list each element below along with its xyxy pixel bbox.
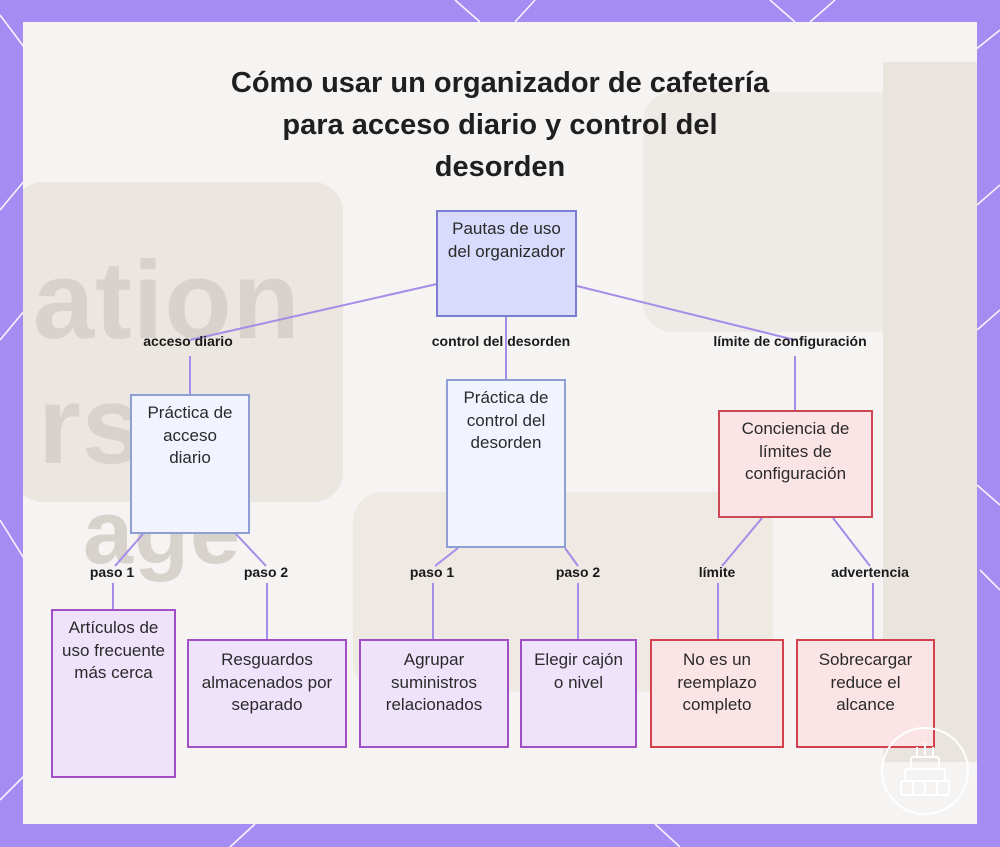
- cake-icon: [881, 727, 969, 815]
- node-clutter-step1: Agrupar suministros relacionados: [359, 639, 509, 748]
- node-clutter-step2: Elegir cajón o nivel: [520, 639, 637, 748]
- edge-label-access: acceso diario: [143, 333, 233, 349]
- node-limits-awareness: Conciencia de límites de configuración: [718, 410, 873, 518]
- edge-root-limits: [577, 286, 795, 340]
- node-limits-limit: No es un reemplazo completo: [650, 639, 784, 748]
- node-access-step1: Artículos de uso frecuente más cerca: [51, 609, 176, 778]
- node-access-practice: Práctica de acceso diario: [130, 394, 250, 534]
- edge-label-limits: límite de configuración: [713, 333, 866, 349]
- node-access-step2: Resguardos almacenados por separado: [187, 639, 347, 748]
- edge-label-clutter: control del desorden: [432, 333, 570, 349]
- edge-limits-warning: [833, 518, 870, 566]
- edge-limits-limit: [722, 518, 762, 566]
- edge-label-limit: límite: [699, 564, 736, 580]
- edge-label-access-step1: paso 1: [90, 564, 134, 580]
- node-clutter-practice: Práctica de control del desorden: [446, 379, 566, 548]
- edge-label-clutter-step1: paso 1: [410, 564, 454, 580]
- edge-label-clutter-step2: paso 2: [556, 564, 600, 580]
- edge-root-access: [190, 284, 437, 340]
- cake-icon-graphic: [883, 729, 967, 813]
- edge-access-step2: [236, 534, 266, 566]
- edge-label-warning: advertencia: [831, 564, 909, 580]
- edge-access-step1: [115, 534, 143, 566]
- node-root: Pautas de uso del organizador: [436, 210, 577, 317]
- edge-label-access-step2: paso 2: [244, 564, 288, 580]
- diagram-title: Cómo usar un organizador de cafetería pa…: [230, 62, 770, 188]
